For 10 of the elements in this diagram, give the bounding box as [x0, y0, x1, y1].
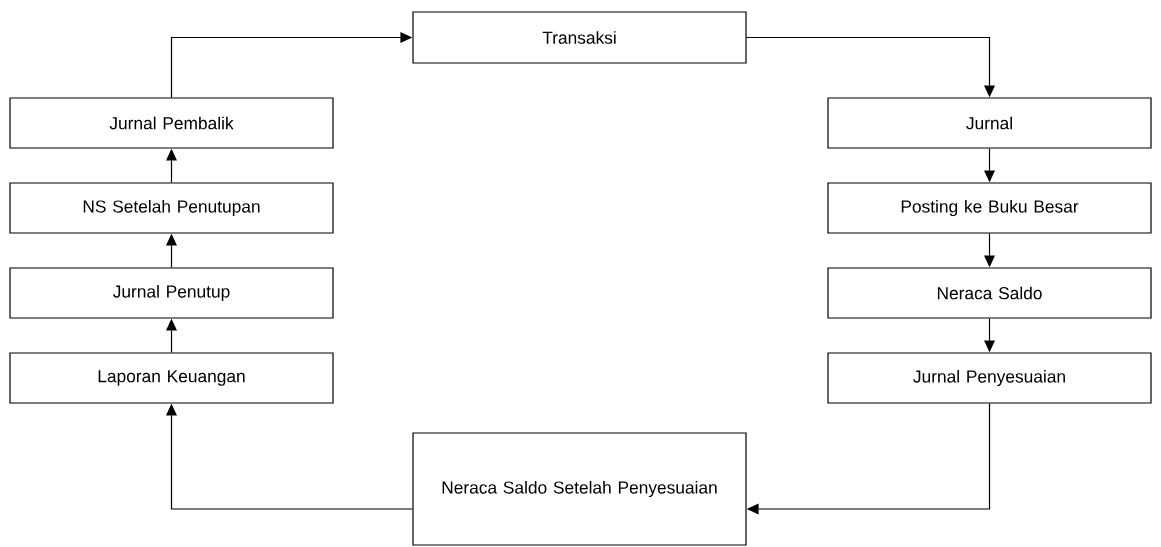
process-box: Jurnal Penutup: [9, 267, 334, 319]
process-box: Transaksi: [412, 11, 747, 64]
process-box: Laporan Keuangan: [9, 352, 334, 404]
process-box: Neraca Saldo: [827, 267, 1152, 319]
process-box: Jurnal Pembalik: [9, 97, 334, 149]
process-box: Jurnal: [827, 97, 1152, 149]
process-box: Neraca Saldo Setelah Penyesuaian: [412, 432, 747, 546]
process-box: NS Setelah Penutupan: [9, 182, 334, 234]
process-box: Posting ke Buku Besar: [827, 182, 1152, 234]
process-box: Jurnal Penyesuaian: [827, 352, 1152, 404]
